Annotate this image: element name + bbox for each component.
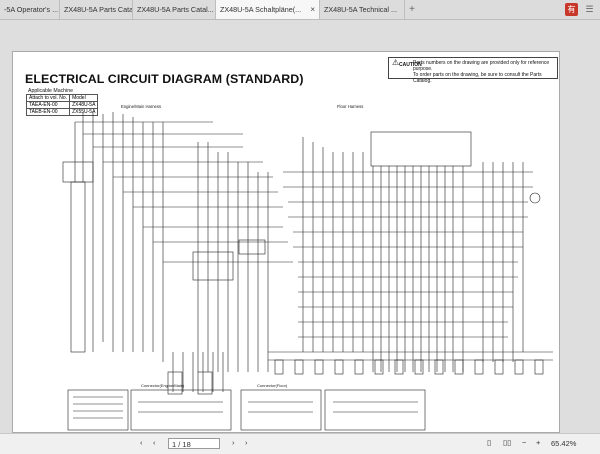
- zoom-level[interactable]: 65.42%: [551, 439, 577, 448]
- prev-page-button[interactable]: ‹: [140, 438, 143, 447]
- tab-label: -5A Operator's ...: [4, 5, 59, 14]
- two-page-view-icon[interactable]: ▯▯: [503, 438, 512, 447]
- engine-harness-label: Engine/Main Harness: [121, 104, 161, 109]
- circuit-diagram: Engine/Main Harness Floor Harness Connec…: [62, 104, 553, 431]
- caution-text-2: To order parts on the drawing, be sure t…: [413, 72, 542, 84]
- tab-label: ZX48U-5A Parts Catal...: [137, 5, 214, 14]
- tab-operators-manual[interactable]: -5A Operator's ...: [0, 0, 60, 19]
- label-group: Engine/Main Harness Floor Harness Connec…: [121, 104, 363, 388]
- tab-parts-catalog-1[interactable]: ZX48U-5A Parts Catal...: [60, 0, 133, 19]
- page-number-field[interactable]: 1 / 18: [168, 438, 220, 449]
- tab-schaltplaene[interactable]: ZX48U-5A Schaltpläne(... ×: [216, 0, 320, 19]
- controller-box: [370, 131, 472, 167]
- tab-technical[interactable]: ZX48U-5A Technical ...: [320, 0, 405, 19]
- tab-label: ZX48U-5A Technical ...: [324, 5, 397, 14]
- tab-label: ZX48U-5A Schaltpläne(...: [220, 5, 302, 14]
- extension-icon[interactable]: 有: [565, 3, 578, 16]
- single-page-view-icon[interactable]: ▯: [487, 438, 492, 447]
- legend-box-left: [67, 389, 129, 431]
- page-title: ELECTRICAL CIRCUIT DIAGRAM (STANDARD): [25, 72, 304, 86]
- document-viewer[interactable]: ELECTRICAL CIRCUIT DIAGRAM (STANDARD) ⚠ …: [0, 20, 600, 433]
- zoom-out-button[interactable]: −: [522, 438, 527, 447]
- warning-icon: ⚠: [392, 58, 400, 67]
- wire-group: [62, 112, 553, 431]
- legend-box-center: [130, 389, 232, 431]
- next-page-button[interactable]: ›: [232, 438, 235, 447]
- caution-note: ⚠ CAUTION Parts numbers on the drawing a…: [388, 57, 558, 84]
- floor-harness-label: Floor Harness: [337, 104, 363, 109]
- legend-box-right1: [240, 389, 322, 431]
- legend-box-right2: [324, 389, 426, 431]
- connector-label-right: Connector(Floor): [257, 383, 288, 388]
- switch-symbol: [529, 192, 541, 204]
- caution-text-1: Parts numbers on the drawing are provide…: [413, 60, 550, 72]
- close-icon[interactable]: ×: [310, 5, 315, 14]
- zoom-in-button[interactable]: +: [536, 438, 541, 447]
- connector-label-left: Connector(Engine/Main): [141, 383, 185, 388]
- applicable-machine-table: Attach to vol. No. Model TAEA-EN-00 ZX48…: [25, 94, 99, 116]
- prev-page-icon[interactable]: ‹: [153, 438, 156, 447]
- last-page-icon[interactable]: ›: [245, 438, 248, 447]
- relay-block: [192, 251, 234, 281]
- tab-parts-catalog-2[interactable]: ZX48U-5A Parts Catal...: [133, 0, 216, 19]
- new-tab-button[interactable]: +: [409, 4, 415, 15]
- menu-icon[interactable]: ☰: [585, 4, 594, 14]
- connector-block-left: [70, 181, 86, 353]
- applicable-machine-title: Applicable Machine: [28, 88, 73, 94]
- drawing-sheet: ELECTRICAL CIRCUIT DIAGRAM (STANDARD) ⚠ …: [12, 51, 560, 433]
- caution-label: CAUTION: [399, 62, 422, 68]
- table-cell: ZX55U-5A: [69, 108, 99, 116]
- tab-bar: -5A Operator's ... ZX48U-5A Parts Catal.…: [0, 0, 600, 20]
- table-row: TAEB-EN-00 ZX55U-5A: [25, 108, 99, 116]
- tab-label: ZX48U-5A Parts Catal...: [64, 5, 133, 14]
- viewer-toolbar: ‹ ‹ 1 / 18 › › ▯ ▯▯ − + 65.42%: [0, 433, 600, 454]
